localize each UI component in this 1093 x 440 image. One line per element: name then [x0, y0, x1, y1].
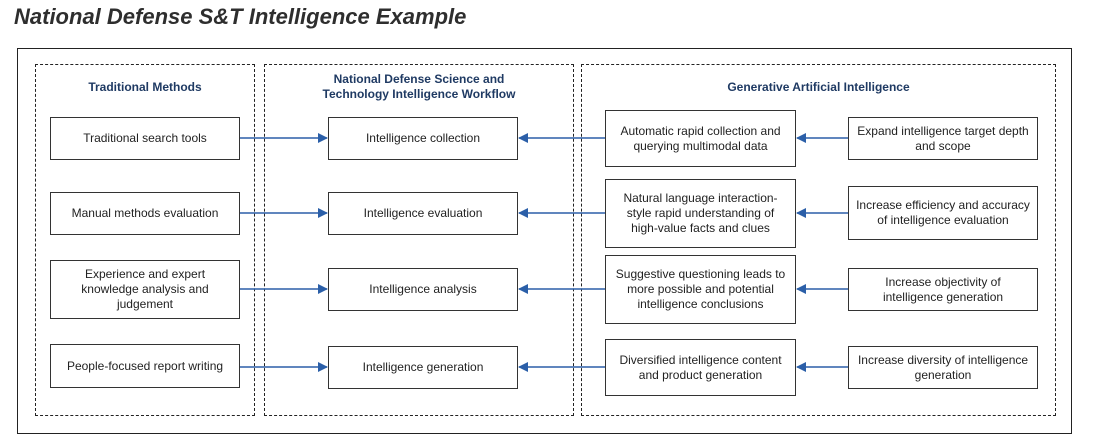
group-title-workflow: National Defense Science and Technology … [322, 72, 516, 101]
traditional-node: People-focused report writing [50, 344, 240, 388]
genai-capability-node: Suggestive questioning leads to more pos… [605, 255, 796, 324]
genai-outcome-node: Increase efficiency and accuracy of inte… [848, 186, 1038, 240]
diagram-frame [17, 48, 1072, 434]
page-title: National Defense S&T Intelligence Exampl… [14, 4, 467, 29]
workflow-node: Intelligence evaluation [328, 192, 518, 235]
group-traditional-methods: Traditional Methods [35, 64, 255, 416]
traditional-node: Manual methods evaluation [50, 192, 240, 235]
genai-capability-node: Diversified intelligence content and pro… [605, 339, 796, 396]
workflow-node: Intelligence generation [328, 346, 518, 389]
group-title-genai: Generative Artificial Intelligence [727, 80, 910, 94]
genai-outcome-node: Increase objectivity of intelligence gen… [848, 268, 1038, 311]
workflow-node: Intelligence analysis [328, 268, 518, 311]
genai-capability-node: Automatic rapid collection and querying … [605, 110, 796, 167]
genai-capability-node: Natural language interaction-style rapid… [605, 179, 796, 248]
group-title-traditional: Traditional Methods [88, 80, 202, 94]
workflow-node: Intelligence collection [328, 117, 518, 160]
genai-outcome-node: Increase diversity of intelligence gener… [848, 346, 1038, 389]
group-generative-ai: Generative Artificial Intelligence [581, 64, 1056, 416]
group-workflow: National Defense Science and Technology … [264, 64, 574, 416]
traditional-node: Traditional search tools [50, 117, 240, 160]
genai-outcome-node: Expand intelligence target depth and sco… [848, 117, 1038, 160]
traditional-node: Experience and expert knowledge analysis… [50, 260, 240, 319]
